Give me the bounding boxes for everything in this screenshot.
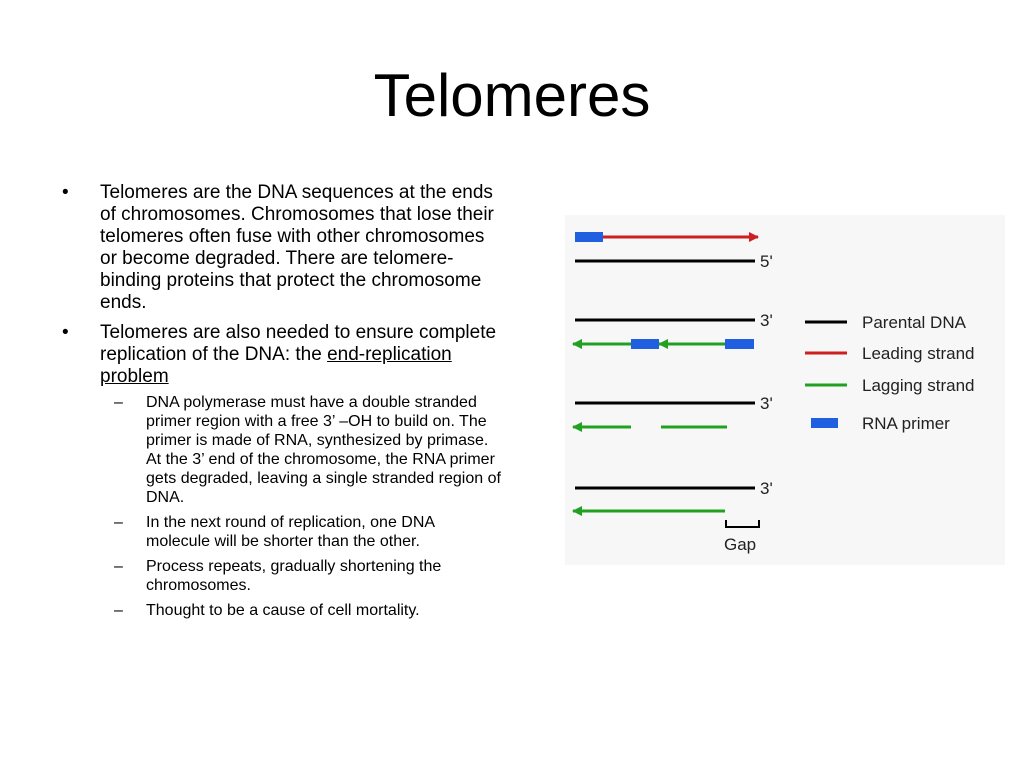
strand-end-label: 3' [760,479,773,498]
rna-primer-block [575,232,603,242]
sub-item: – Process repeats, gradually shortening … [100,557,502,595]
bullet-list: • Telomeres are the DNA sequences at the… [62,182,502,628]
strand-end-label: 5' [760,252,773,271]
gap-bracket [725,520,760,528]
sub-item-text: Process repeats, gradually shortening th… [146,558,442,594]
strand-end-label: 3' [760,394,773,413]
end-replication-link[interactable]: end-replication problem [100,344,452,387]
bullet-item: • Telomeres are the DNA sequences at the… [62,182,502,314]
legend-label: Parental DNA [862,313,967,332]
dash-marker: – [114,558,123,575]
sub-item: – Thought to be a cause of cell mortalit… [100,601,502,620]
bullet-item: • Telomeres are also needed to ensure co… [62,322,502,620]
gap-label: Gap [724,535,756,554]
bullet-text: Telomeres are the DNA sequences at the e… [100,182,494,313]
diagram-background [565,215,1005,565]
bullet-text: Telomeres are also needed to ensure comp… [100,322,497,365]
legend-label: Leading strand [862,344,974,363]
strand-end-label: 3' [760,311,773,330]
replication-diagram-svg: 5' 3' 3' 3' Gap Parental DNA Leading str… [565,215,1005,565]
rna-primer-block [725,339,754,349]
replication-diagram: 5' 3' 3' 3' Gap Parental DNA Leading str… [565,215,1005,565]
dash-marker: – [114,514,123,531]
legend-label: RNA primer [862,414,950,433]
sub-item-text: DNA polymerase must have a double strand… [146,394,501,506]
sub-item-text: Thought to be a cause of cell mortality. [146,602,420,619]
slide-title: Telomeres [373,62,651,129]
dash-marker: – [114,394,123,411]
legend-swatch-primer [811,418,838,428]
rna-primer-block [631,339,659,349]
dash-marker: – [114,602,123,619]
bullet-marker: • [62,322,69,343]
sub-item: – In the next round of replication, one … [100,513,502,551]
sub-item: – DNA polymerase must have a double stra… [100,393,502,507]
sub-list: – DNA polymerase must have a double stra… [100,393,502,620]
sub-item-text: In the next round of replication, one DN… [146,514,435,550]
legend-label: Lagging strand [862,376,974,395]
bullet-marker: • [62,182,69,203]
